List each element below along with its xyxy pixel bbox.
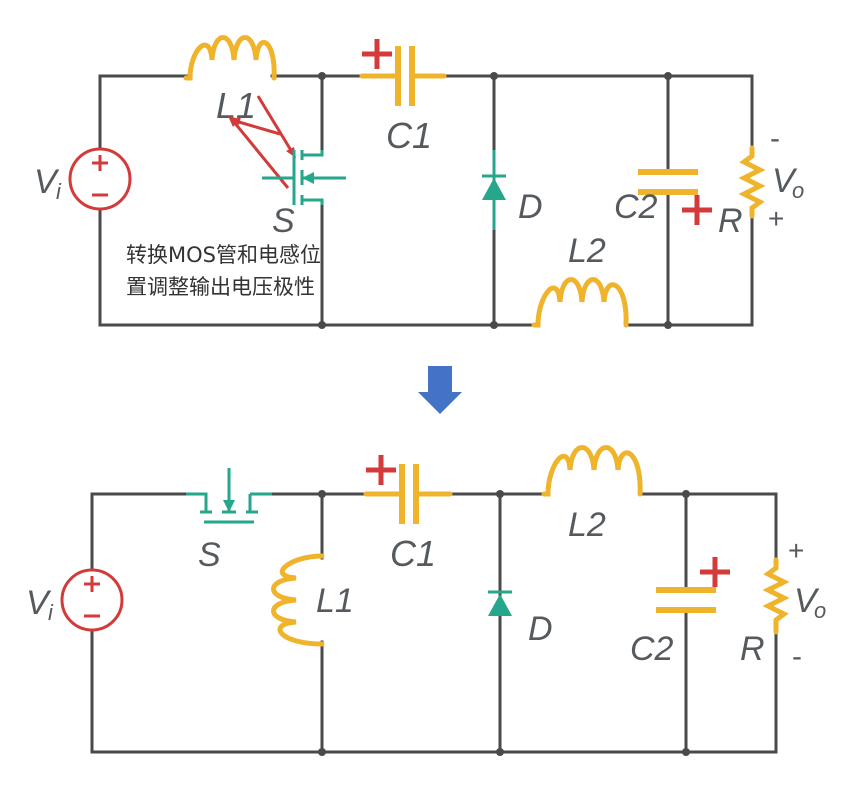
top-circuit: V i L1 S 转换MOS管和电感位 置调整输出电压极 bbox=[34, 35, 804, 329]
bottom-vi-subscript: i bbox=[48, 600, 54, 625]
top-node bbox=[318, 72, 326, 80]
bottom-node bbox=[496, 748, 504, 756]
bottom-r-label: R bbox=[740, 630, 765, 668]
top-node bbox=[490, 321, 498, 329]
top-d-label: D bbox=[518, 188, 543, 226]
top-node bbox=[490, 72, 498, 80]
top-vo-plus: + bbox=[768, 203, 784, 234]
bottom-capacitor-c2 bbox=[656, 557, 730, 613]
top-c1-label: C1 bbox=[386, 115, 432, 156]
bottom-vo-minus: - bbox=[792, 640, 802, 673]
top-node bbox=[664, 72, 672, 80]
bottom-capacitor-c1 bbox=[363, 455, 453, 524]
top-vo-label: V bbox=[772, 162, 798, 200]
top-note-line1: 转换MOS管和电感位 bbox=[126, 243, 321, 267]
bottom-c2-label: C2 bbox=[630, 630, 674, 668]
top-wires bbox=[98, 74, 754, 327]
bottom-l1-label: L1 bbox=[316, 582, 354, 620]
top-vo-subscript: o bbox=[792, 178, 804, 203]
transform-arrow bbox=[418, 366, 462, 414]
bottom-node bbox=[682, 490, 690, 498]
bottom-vo-label: V bbox=[794, 582, 820, 620]
bottom-node bbox=[318, 490, 326, 498]
top-voltage-source bbox=[68, 147, 132, 211]
bottom-vo-plus: + bbox=[788, 535, 804, 566]
bottom-node bbox=[682, 748, 690, 756]
bottom-inductor-l1 bbox=[271, 553, 325, 647]
top-c2-label: C2 bbox=[614, 188, 658, 226]
top-node bbox=[664, 321, 672, 329]
top-resistor-r bbox=[738, 145, 766, 219]
top-vo-minus: - bbox=[770, 122, 780, 155]
bottom-vi-label: V bbox=[26, 584, 52, 622]
top-node bbox=[318, 321, 326, 329]
top-r-label: R bbox=[718, 202, 743, 240]
bottom-mosfet-s bbox=[186, 468, 272, 524]
bottom-node bbox=[496, 490, 504, 498]
bottom-inductor-l2 bbox=[541, 445, 643, 497]
top-vi-subscript: i bbox=[56, 179, 62, 204]
top-vi-label: V bbox=[34, 163, 60, 201]
top-mosfet-s bbox=[262, 150, 346, 205]
bottom-node bbox=[318, 748, 326, 756]
top-capacitor-c1 bbox=[359, 39, 447, 106]
bottom-s-label: S bbox=[198, 536, 221, 574]
top-inductor-l2 bbox=[531, 277, 629, 328]
bottom-vo-subscript: o bbox=[814, 598, 826, 623]
top-l2-label: L2 bbox=[568, 232, 606, 270]
top-inductor-l1 bbox=[183, 35, 277, 81]
bottom-d-label: D bbox=[528, 610, 553, 648]
top-note-line2: 置调整输出电压极性 bbox=[126, 275, 315, 299]
bottom-l2-label: L2 bbox=[568, 506, 606, 544]
bottom-circuit: V i S L1 C1 D bbox=[26, 445, 826, 756]
bottom-diode-d bbox=[488, 590, 512, 616]
bottom-resistor-r bbox=[762, 557, 790, 635]
top-diode-d bbox=[482, 150, 506, 230]
bottom-voltage-source bbox=[60, 568, 124, 632]
bottom-c1-label: C1 bbox=[390, 533, 436, 574]
top-capacitor-c2 bbox=[638, 169, 712, 225]
top-s-label: S bbox=[272, 202, 295, 240]
